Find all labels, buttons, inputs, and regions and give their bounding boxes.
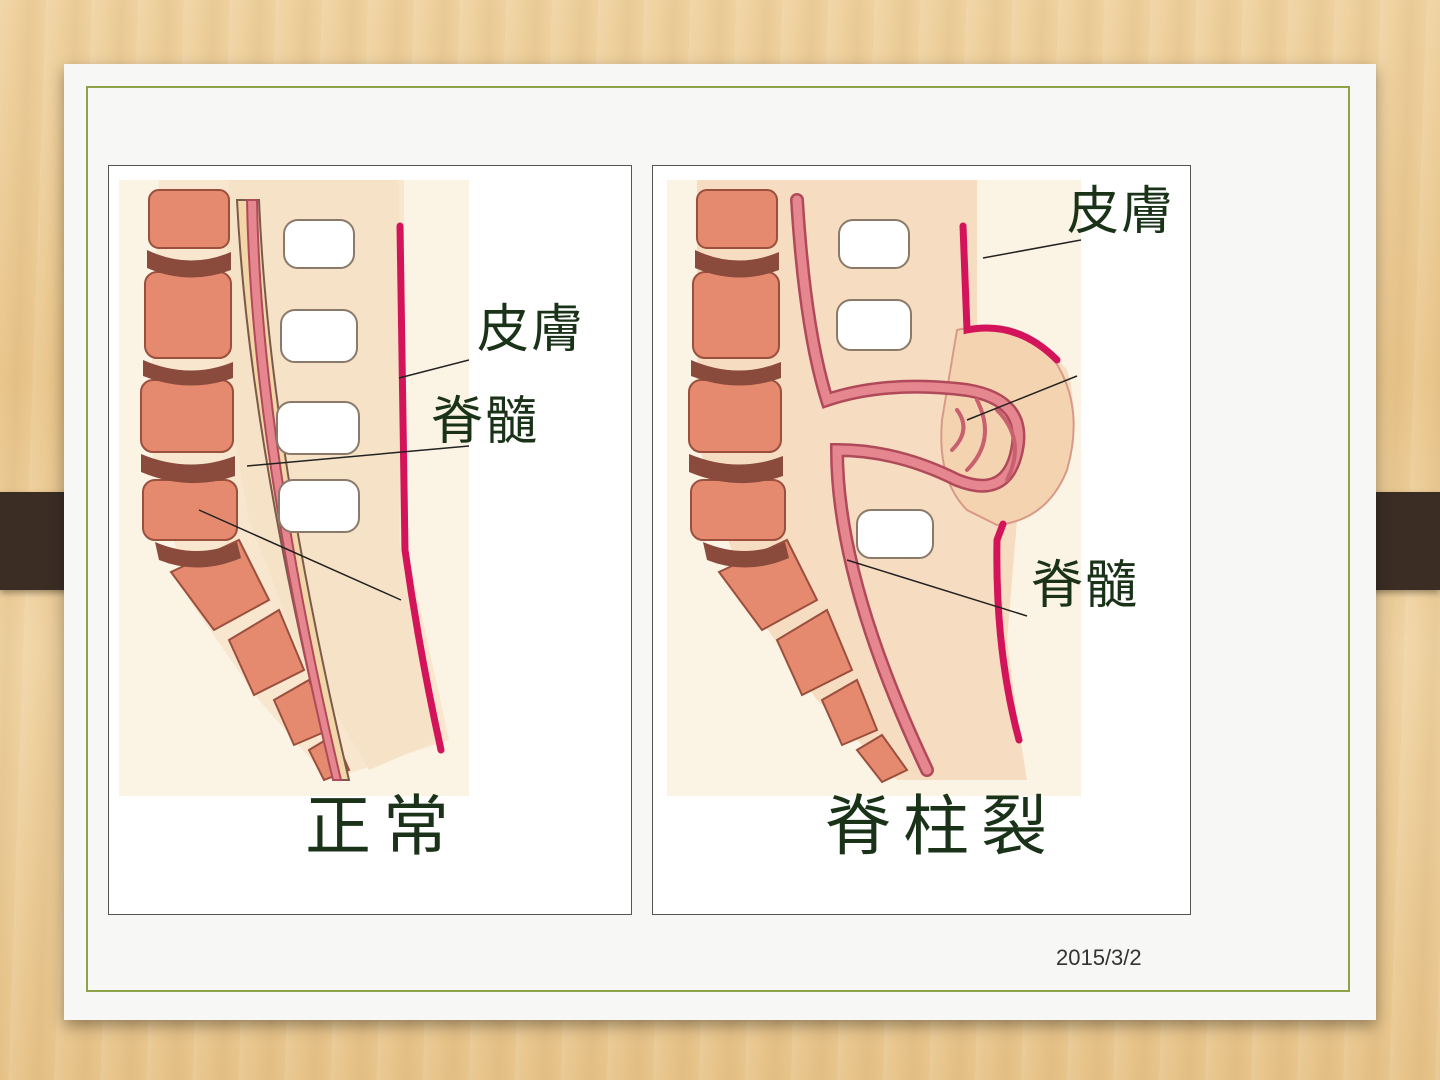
slide-date: 2015/3/2 xyxy=(1056,945,1142,970)
slide-frame xyxy=(86,86,1350,992)
spina-bifida-skin-label: 皮膚 xyxy=(1067,182,1176,242)
normal-spinal-cord-label: 脊髓 xyxy=(431,392,540,452)
spina-bifida-spine-illustration xyxy=(667,180,1081,796)
slide: 皮膚 脊髓 正常 xyxy=(64,64,1376,1020)
normal-spine-illustration xyxy=(119,180,469,796)
spina-bifida-caption: 脊柱裂 xyxy=(825,788,1059,865)
normal-caption: 正常 xyxy=(305,788,461,865)
spina-bifida-spinal-cord-label: 脊髓 xyxy=(1031,556,1140,616)
normal-skin-label: 皮膚 xyxy=(477,300,586,360)
normal-panel: 皮膚 脊髓 正常 xyxy=(108,165,632,915)
spina-bifida-panel: 皮膚 脊髓 脊柱裂 xyxy=(652,165,1191,915)
